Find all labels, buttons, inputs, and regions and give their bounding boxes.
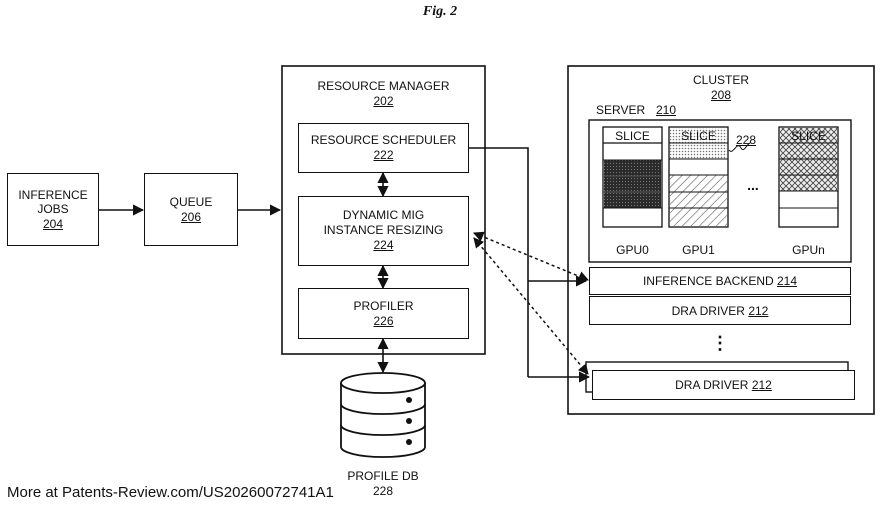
profiler-ref: 226 — [373, 314, 394, 328]
mig-resizing-ref: 224 — [373, 238, 394, 252]
resource-manager-ref: 202 — [373, 94, 394, 108]
profiler-box — [298, 288, 469, 339]
server-box — [588, 119, 852, 263]
cluster-ref: 208 — [710, 88, 732, 102]
resource-scheduler-label: RESOURCE SCHEDULER — [310, 133, 457, 147]
mig-resizing-label-1: DYNAMIC MIG — [342, 208, 425, 222]
inference-backend-text: INFERENCE BACKEND 214 — [589, 274, 851, 288]
slice-ref: 228 — [736, 133, 757, 147]
inference-jobs-ref: 204 — [42, 217, 64, 231]
inference-backend-ref: 214 — [777, 274, 798, 288]
mig-resizing-label-2: INSTANCE RESIZING — [323, 223, 444, 237]
cluster-label: CLUSTER — [692, 73, 749, 87]
dra-driver-ref-1: 212 — [748, 304, 769, 318]
server-label: SERVER — [596, 103, 646, 117]
resource-manager-label: RESOURCE MANAGER — [317, 79, 450, 93]
gpu0-column — [602, 126, 663, 228]
dra-driver-ref-2: 212 — [751, 378, 772, 392]
inference-jobs-label-1: INFERENCE — [18, 188, 88, 202]
queue-box — [144, 173, 238, 246]
profile-db-cylinder — [340, 372, 426, 458]
inference-jobs-box — [7, 173, 99, 246]
profile-db-label: PROFILE DB — [347, 469, 419, 483]
inference-backend-box — [589, 267, 851, 295]
inference-jobs-label-2: JOBS — [37, 202, 69, 216]
gpu1-slice-label: SLICE — [681, 129, 716, 143]
dra-driver-box-2 — [592, 370, 855, 400]
gpu0-slice-label: SLICE — [615, 129, 650, 143]
gpu1-column — [668, 126, 751, 228]
gpu1-name: GPU1 — [682, 243, 715, 257]
server-ref: 210 — [656, 103, 677, 117]
vertical-ellipsis: ⋮ — [711, 333, 729, 353]
resource-scheduler-ref: 222 — [373, 148, 394, 162]
queue-ref: 206 — [180, 210, 202, 224]
footer-source-link[interactable]: More at Patents-Review.com/US20260072741… — [7, 484, 334, 501]
dra-driver-box-1 — [589, 296, 851, 325]
mig-resizing-box — [298, 196, 469, 266]
gpu0-name: GPU0 — [616, 243, 649, 257]
line-scheduler-to-cluster — [469, 147, 529, 377]
gpun-name: GPUn — [792, 243, 825, 257]
dra-driver-text-1: DRA DRIVER 212 — [589, 304, 851, 318]
dotted-mig-backend — [473, 231, 589, 282]
gpun-slice-label: SLICE — [791, 129, 826, 143]
queue-label: QUEUE — [169, 195, 213, 209]
dra-driver-label-2: DRA DRIVER — [675, 378, 749, 392]
gpu-ellipsis: ... — [747, 177, 759, 193]
dotted-mig-dra-driver — [473, 237, 589, 375]
resource-scheduler-box — [298, 123, 469, 173]
gpun-column — [778, 126, 839, 228]
dra-driver-text-2: DRA DRIVER 212 — [592, 378, 855, 392]
inference-backend-label: INFERENCE BACKEND — [642, 274, 774, 288]
figure-title: Fig. 2 — [422, 4, 458, 19]
dra-driver-label-1: DRA DRIVER — [671, 304, 745, 318]
profiler-label: PROFILER — [353, 299, 414, 313]
profile-db-ref: 228 — [372, 484, 394, 498]
